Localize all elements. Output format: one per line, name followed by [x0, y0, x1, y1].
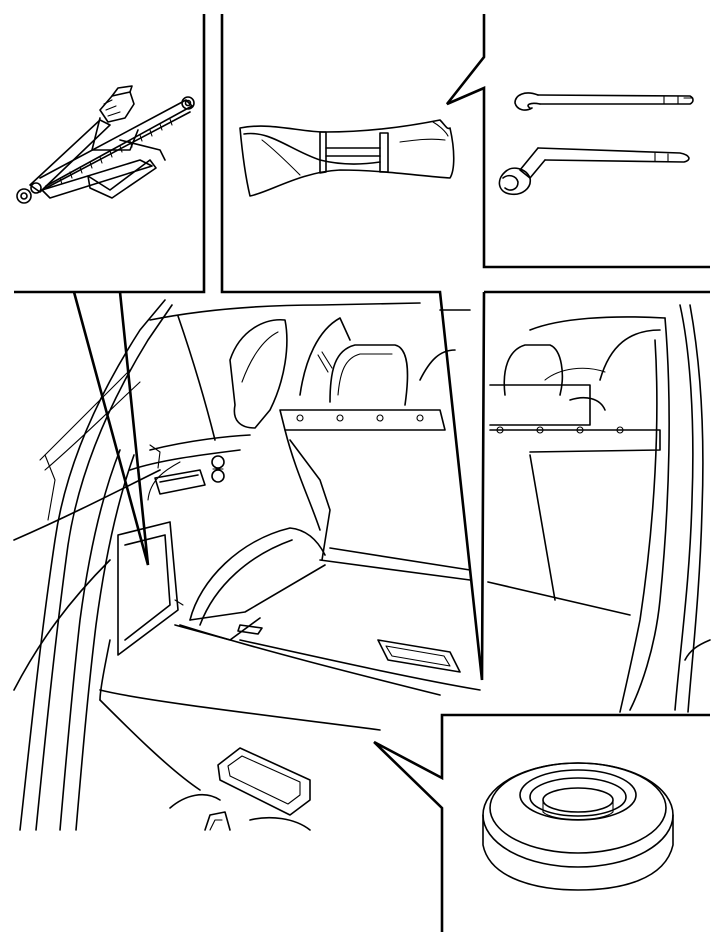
- quarter-trim-panel: [229, 317, 351, 429]
- spare-tire-callout-frame: [373, 713, 710, 932]
- jack-callout-frame: [14, 14, 206, 566]
- callout-frames: [14, 14, 710, 932]
- right-body-frame: [619, 304, 711, 713]
- floor-tie-downs: [217, 624, 461, 816]
- wheel-well-hump: [174, 527, 326, 641]
- scissor-jack-icon: [16, 85, 195, 204]
- spare-tire-icon: [482, 762, 674, 891]
- left-wall-storage: [154, 455, 225, 495]
- cargo-floor: [99, 624, 481, 791]
- tool-bag-callout-frame: [220, 14, 486, 681]
- cargo-interior: [13, 299, 711, 831]
- left-body-frame: [13, 299, 173, 831]
- wrench-icon: [498, 92, 694, 196]
- tools-callout-frame: [445, 14, 710, 269]
- jack-access-panel: [117, 521, 184, 656]
- rear-seats: [279, 309, 666, 453]
- seatback-and-floor: [284, 429, 631, 616]
- bumper-latch: [169, 793, 311, 831]
- tool-bag-icon: [239, 119, 455, 197]
- roof-and-side-trim: [129, 302, 421, 501]
